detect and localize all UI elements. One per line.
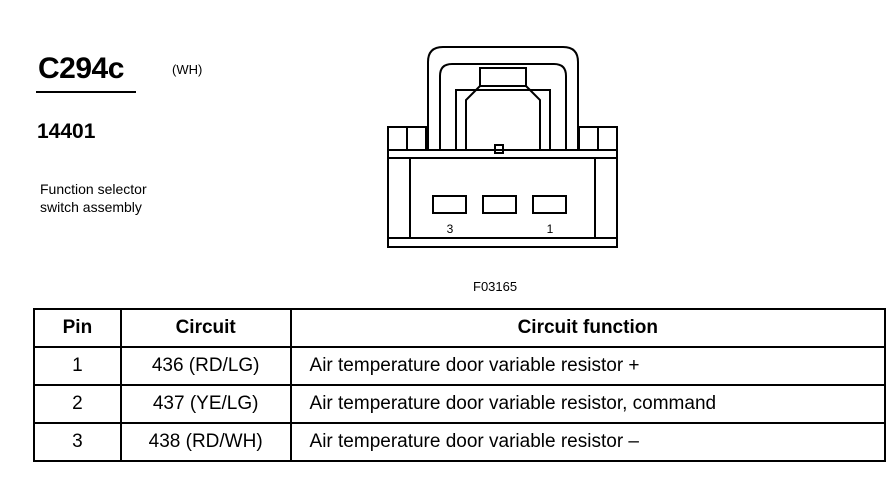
cell-function: Air temperature door variable resistor – <box>289 422 887 462</box>
connector-housing <box>387 149 618 248</box>
cell-pin: 2 <box>33 384 122 424</box>
latch-inner <box>455 89 551 150</box>
connector-id-title: C294c <box>38 52 124 85</box>
cell-function: Air temperature door variable resistor, … <box>289 384 887 424</box>
latch-mid <box>439 63 567 150</box>
cell-pin: 1 <box>33 346 122 386</box>
pin-cavity-1 <box>532 195 567 214</box>
table-header-row: Pin Circuit Circuit function <box>33 308 887 348</box>
table-row: 2 437 (YE/LG) Air temperature door varia… <box>33 384 887 424</box>
alignment-hole <box>494 144 504 154</box>
header-pin: Pin <box>33 308 122 348</box>
table-row: 3 438 (RD/WH) Air temperature door varia… <box>33 422 887 462</box>
cell-function: Air temperature door variable resistor + <box>289 346 887 386</box>
pinout-table: Pin Circuit Circuit function 1 436 (RD/L… <box>33 308 887 462</box>
latch-ramp-right <box>525 85 541 150</box>
component-description: Function selector switch assembly <box>40 180 147 216</box>
figure-code: F03165 <box>473 279 518 294</box>
header-circuit: Circuit <box>119 308 292 348</box>
cell-circuit: 437 (YE/LG) <box>119 384 292 424</box>
cell-circuit: 436 (RD/LG) <box>119 346 292 386</box>
description-line-2: switch assembly <box>40 199 142 215</box>
cell-circuit: 438 (RD/WH) <box>119 422 292 462</box>
pin-cavity-3 <box>432 195 467 214</box>
cell-pin: 3 <box>33 422 122 462</box>
connector-face-diagram: 3 1 <box>387 46 618 248</box>
pin-label-3: 3 <box>447 222 454 236</box>
latch-outer <box>427 46 579 150</box>
pin-cavity-2 <box>482 195 517 214</box>
part-number: 14401 <box>37 120 96 143</box>
pin-label-1: 1 <box>547 222 554 236</box>
connector-color-code: (WH) <box>172 62 203 77</box>
latch-top-tab <box>479 67 527 87</box>
header-function: Circuit function <box>289 308 887 348</box>
description-line-1: Function selector <box>40 181 147 197</box>
table-row: 1 436 (RD/LG) Air temperature door varia… <box>33 346 887 386</box>
title-underline <box>36 91 136 93</box>
latch-ramp-left <box>465 85 481 150</box>
